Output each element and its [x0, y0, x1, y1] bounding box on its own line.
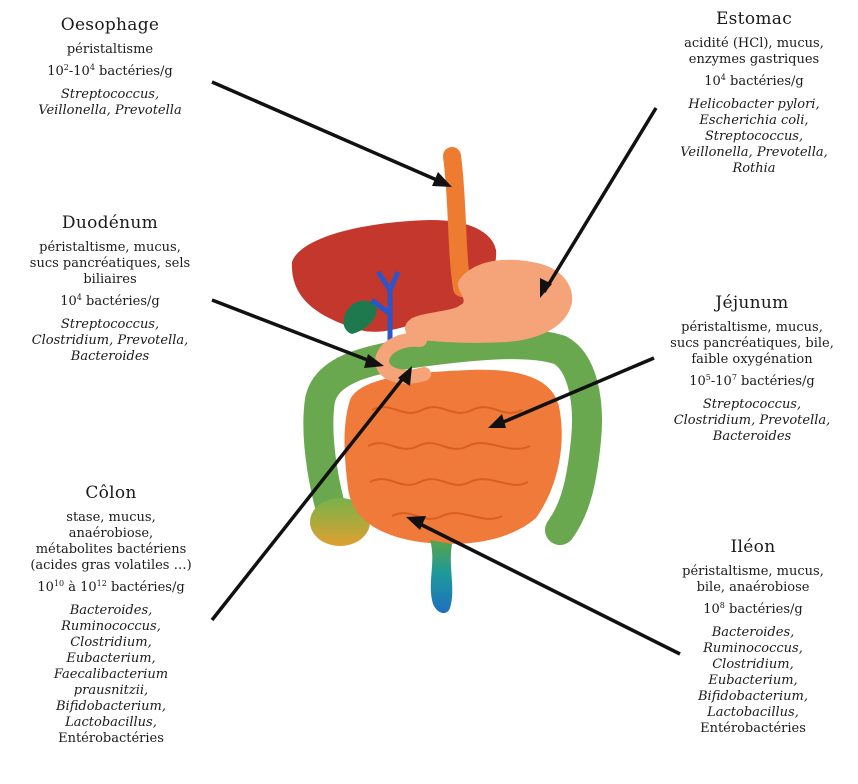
bacteria-item: Clostridium, Prevotella, [0, 333, 220, 349]
region-description: péristaltisme [0, 42, 220, 58]
bacteria-item: prausnitzii, [0, 683, 222, 699]
bacteria-item: Bacteroides [646, 429, 858, 445]
bacteria-item: Streptococcus, [0, 317, 220, 333]
bacteria-item: Faecalibacterium [0, 667, 222, 683]
region-description: péristaltisme, mucus, bile, anaérobiose [648, 564, 858, 596]
region-title: Côlon [0, 482, 222, 504]
desc-line: métabolites bactériens [0, 542, 222, 558]
bacteria-list: Streptococcus, Veillonella, Prevotella [0, 87, 220, 119]
oesophagus [452, 156, 462, 288]
desc-line: péristaltisme, mucus, [646, 320, 858, 336]
bacteria-list: Bacteroides, Ruminococcus, Clostridium, … [648, 625, 858, 737]
region-title: Iléon [648, 536, 858, 558]
bacteria-item: Clostridium, [0, 635, 222, 651]
label-estomac: Estomac acidité (HCl), mucus, enzymes ga… [650, 8, 858, 177]
region-description: péristaltisme, mucus, sucs pancréatiques… [646, 320, 858, 368]
bacteria-list: Streptococcus, Clostridium, Prevotella, … [0, 317, 220, 365]
desc-line: bile, anaérobiose [648, 580, 858, 596]
region-description: stase, mucus, anaérobiose, métabolites b… [0, 510, 222, 574]
region-description: acidité (HCl), mucus, enzymes gastriques [650, 36, 858, 68]
label-duodenum: Duodénum péristaltisme, mucus, sucs panc… [0, 212, 220, 365]
desc-line: péristaltisme, mucus, [648, 564, 858, 580]
arrow-oesophage [212, 82, 446, 184]
bacteria-item: Streptococcus, [0, 87, 220, 103]
region-title: Duodénum [0, 212, 220, 234]
region-title: Jéjunum [646, 292, 858, 314]
bacteria-item: Escherichia coli, [650, 113, 858, 129]
bacteria-item: Entérobactéries [0, 731, 222, 747]
bacteria-item: Bifidobacterium, [648, 689, 858, 705]
desc-line: anaérobiose, [0, 526, 222, 542]
desc-line: péristaltisme, mucus, [0, 240, 220, 256]
desc-line: enzymes gastriques [650, 52, 858, 68]
bacteria-item: Ruminococcus, [648, 641, 858, 657]
small-intestine [345, 370, 562, 544]
bacteria-item: Eubacterium, [648, 673, 858, 689]
desc-line: sucs pancréatiques, sels [0, 256, 220, 272]
desc-line: biliaires [0, 272, 220, 288]
desc-line: (acides gras volatiles …) [0, 558, 222, 574]
bacteria-item: Streptococcus, [646, 397, 858, 413]
bacteria-count: 102-104 bactéries/g [0, 64, 220, 80]
rectum [430, 540, 452, 613]
region-title: Estomac [650, 8, 858, 30]
desc-line: faible oxygénation [646, 352, 858, 368]
bacteria-item: Eubacterium, [0, 651, 222, 667]
bacteria-item: Bifidobacterium, [0, 699, 222, 715]
bacteria-item: Entérobactéries [648, 721, 858, 737]
region-description: péristaltisme, mucus, sucs pancréatiques… [0, 240, 220, 288]
desc-line: sucs pancréatiques, bile, [646, 336, 858, 352]
bacteria-item: Streptococcus, [650, 129, 858, 145]
bacteria-item: Lactobacillus, [0, 715, 222, 731]
bacteria-count: 104 bactéries/g [650, 74, 858, 90]
label-ileon: Iléon péristaltisme, mucus, bile, anaéro… [648, 536, 858, 737]
bacteria-item: Bacteroides, [0, 603, 222, 619]
region-title: Oesophage [0, 14, 220, 36]
bacteria-count: 104 bactéries/g [0, 294, 220, 310]
bacteria-count: 105-107 bactéries/g [646, 374, 858, 390]
bacteria-item: Lactobacillus, [648, 705, 858, 721]
bacteria-list: Bacteroides, Ruminococcus, Clostridium, … [0, 603, 222, 747]
arrow-estomac [544, 108, 656, 292]
label-jejunum: Jéjunum péristaltisme, mucus, sucs pancr… [646, 292, 858, 445]
bacteria-count: 108 bactéries/g [648, 602, 858, 618]
bacteria-item: Rothia [650, 161, 858, 177]
label-oesophage: Oesophage péristaltisme 102-104 bactérie… [0, 14, 220, 119]
label-colon: Côlon stase, mucus, anaérobiose, métabol… [0, 482, 222, 747]
bacteria-list: Streptococcus, Clostridium, Prevotella, … [646, 397, 858, 445]
bacteria-item: Veillonella, Prevotella, [650, 145, 858, 161]
bacteria-item: Clostridium, Prevotella, [646, 413, 858, 429]
bacteria-item: Veillonella, Prevotella [0, 103, 220, 119]
desc-line: stase, mucus, [0, 510, 222, 526]
bacteria-item: Clostridium, [648, 657, 858, 673]
bacteria-count: 1010 à 1012 bactéries/g [0, 580, 222, 596]
bacteria-item: Bacteroides, [648, 625, 858, 641]
desc-line: péristaltisme [0, 42, 220, 58]
desc-line: acidité (HCl), mucus, [650, 36, 858, 52]
bacteria-list: Helicobacter pylori, Escherichia coli, S… [650, 97, 858, 177]
bacteria-item: Helicobacter pylori, [650, 97, 858, 113]
bacteria-item: Ruminococcus, [0, 619, 222, 635]
bacteria-item: Bacteroides [0, 349, 220, 365]
